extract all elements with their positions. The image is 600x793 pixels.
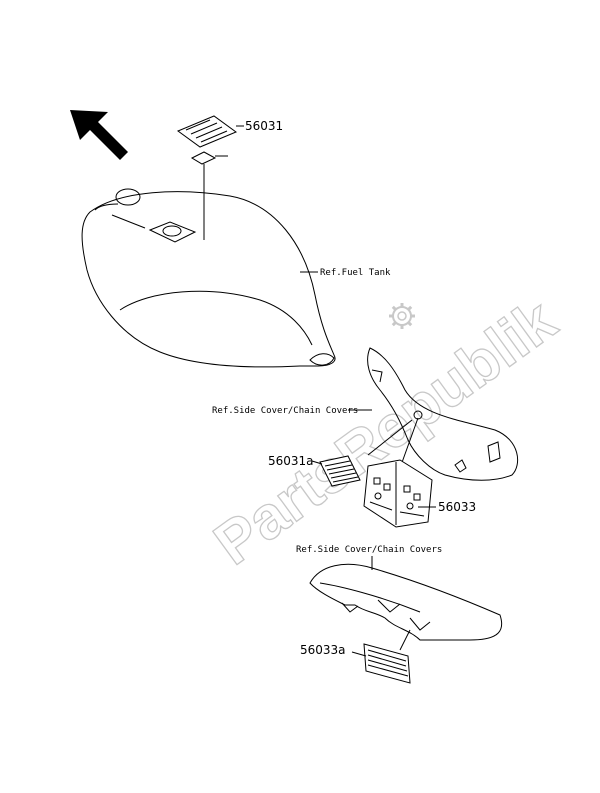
ref-fuel-tank: Ref.Fuel Tank (320, 268, 391, 278)
part-number-56031: 56031 (245, 119, 283, 133)
watermark: PartsRepublik (201, 285, 569, 578)
part-number-56031a: 56031a (268, 454, 314, 468)
part-number-56033: 56033 (438, 500, 476, 514)
part-number-56033a: 56033a (300, 643, 346, 657)
sticker-56031a (311, 455, 361, 487)
gear-icon (389, 303, 415, 329)
sticker-56033 (363, 459, 436, 528)
sticker-56031 (176, 115, 244, 148)
chain-cover (309, 556, 503, 651)
fuel-tank (81, 188, 336, 368)
ref-side-cover-2: Ref.Side Cover/Chain Covers (296, 545, 442, 555)
arrow-up-left-icon (70, 110, 128, 160)
ref-side-cover-1: Ref.Side Cover/Chain Covers (212, 406, 358, 416)
side-cover (348, 347, 519, 481)
watermark-text: PartsRepublik (202, 286, 568, 578)
sticker-56033a (351, 643, 411, 684)
sticker-patch (190, 151, 217, 165)
